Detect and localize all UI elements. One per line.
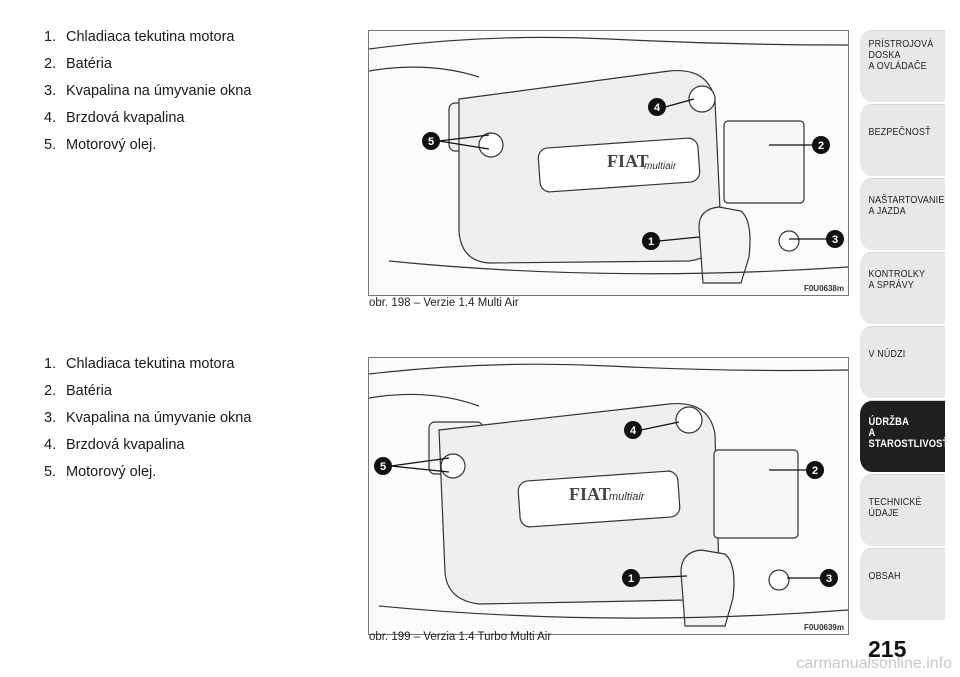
engine-model: multiair <box>609 491 646 503</box>
list-item: 4.Brzdová kvapalina <box>44 437 185 453</box>
list-item: 1.Chladiaca tekutina motora <box>44 356 235 372</box>
figure-code: F0U0638m <box>803 284 844 293</box>
component-list-2: 1.Chladiaca tekutina motora 2.Batéria 3.… <box>44 351 251 486</box>
page-number: 215 <box>868 636 907 662</box>
tab-kontrolky[interactable]: KONTROLKY A SPRÁVY <box>860 252 945 324</box>
engine-illustration: FIAT multiair 5 4 2 1 3 <box>369 363 848 627</box>
list-item: 3.Kvapalina na úmyvanie okna <box>44 83 252 99</box>
tab-udrzba[interactable]: ÚDRŽBA A STAROSTLIVOSŤ <box>860 400 948 472</box>
figure-code: F0U0639m <box>803 623 844 632</box>
callout-2: 2 <box>812 465 818 477</box>
callout-4: 4 <box>654 102 661 114</box>
list-item: 2.Batéria <box>44 383 112 399</box>
list-item: 1.Chladiaca tekutina motora <box>44 29 235 45</box>
callout-4: 4 <box>630 425 637 437</box>
figure-caption-1: obr. 198 – Verzie 1.4 Multi Air <box>369 297 519 309</box>
tab-technicke-udaje[interactable]: TECHNICKÉ ÚDAJE <box>860 474 945 546</box>
figure-caption-2: obr. 199 – Verzia 1.4 Turbo Multi Air <box>369 631 552 643</box>
engine-brand: FIAT <box>569 484 611 504</box>
tab-nastartovanie[interactable]: NAŠTARTOVANIE A JAZDA <box>860 178 945 250</box>
tab-obsah[interactable]: OBSAH <box>860 548 945 620</box>
tab-pristrojova-doska[interactable]: PRÍSTROJOVÁ DOSKA A OVLÁDAČE <box>860 30 945 102</box>
callout-3: 3 <box>832 234 838 246</box>
list-item: 5.Motorový olej. <box>44 137 157 153</box>
tab-v-nudzi[interactable]: V NÚDZI <box>860 326 945 398</box>
tab-bezpecnost[interactable]: BEZPEČNOSŤ <box>860 104 945 176</box>
callout-2: 2 <box>818 140 824 152</box>
callout-1: 1 <box>628 573 634 585</box>
engine-figure-1: FIAT multiair 5 4 2 1 3 F0U0638m <box>368 30 849 296</box>
callout-5: 5 <box>380 461 386 473</box>
engine-figure-2: FIAT multiair 5 4 2 1 3 F0U0639m <box>368 357 849 635</box>
callout-5: 5 <box>428 136 434 148</box>
chapter-tabs: PRÍSTROJOVÁ DOSKA A OVLÁDAČE BEZPEČNOSŤ … <box>860 0 960 677</box>
watermark: carmanualsonline.info <box>796 655 952 672</box>
callout-1: 1 <box>648 236 654 248</box>
callout-3: 3 <box>826 573 832 585</box>
engine-model: multiair <box>644 161 677 172</box>
list-item: 4.Brzdová kvapalina <box>44 110 185 126</box>
engine-illustration: FIAT multiair 5 4 2 1 3 <box>369 36 848 284</box>
component-list-1: 1.Chladiaca tekutina motora 2.Batéria 3.… <box>44 24 251 159</box>
list-item: 3.Kvapalina na úmyvanie okna <box>44 410 252 426</box>
list-item: 5.Motorový olej. <box>44 464 157 480</box>
engine-brand: FIAT <box>607 151 649 171</box>
list-item: 2.Batéria <box>44 56 112 72</box>
